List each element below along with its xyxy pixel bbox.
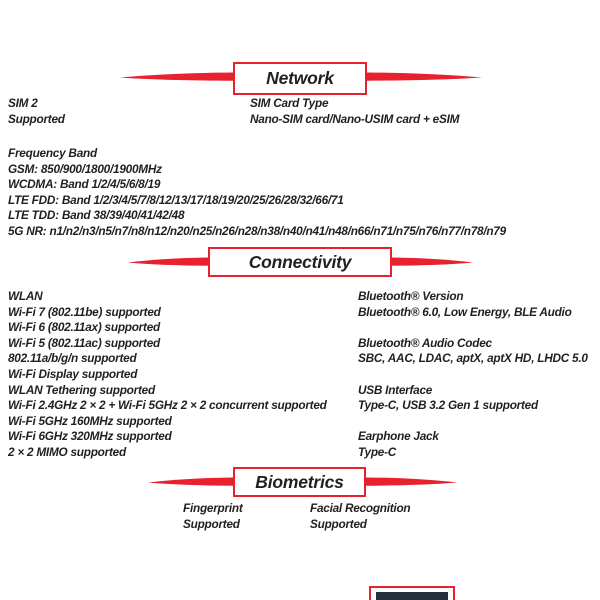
frequency-line-wcdma: WCDMA: Band 1/2/4/5/6/8/19 <box>8 177 161 192</box>
sim2-label: SIM 2 <box>8 96 38 110</box>
frequency-line-lte-fdd: LTE FDD: Band 1/2/3/4/5/7/8/12/13/17/18/… <box>8 192 344 207</box>
sim2-block: SIM 2 Supported <box>8 96 65 127</box>
facial-recognition-value: Supported <box>310 516 367 531</box>
fingerprint-label: Fingerprint <box>183 501 243 515</box>
wlan-line-wifi7: Wi-Fi 7 (802.11be) supported <box>8 304 161 319</box>
facial-recognition-block: Facial Recognition Supported <box>310 501 411 532</box>
wlan-line-mimo: 2 × 2 MIMO supported <box>8 444 126 459</box>
frequency-band-heading: Frequency Band <box>8 146 97 160</box>
partial-next-section-content <box>376 592 448 600</box>
section-header-connectivity: Connectivity <box>208 247 392 277</box>
frequency-line-gsm: GSM: 850/900/1800/1900MHz <box>8 161 162 176</box>
frequency-line-5g-nr: 5G NR: n1/n2/n3/n5/n7/n8/n12/n20/n25/n26… <box>8 223 506 238</box>
section-header-network: Network <box>233 62 367 95</box>
bluetooth-codec-label: Bluetooth® Audio Codec <box>358 335 492 350</box>
connectivity-right-column: Bluetooth® Version Bluetooth® 6.0, Low E… <box>358 289 588 476</box>
earphone-jack-group: Earphone Jack Type-C <box>358 429 588 460</box>
usb-interface-label: USB Interface <box>358 382 433 397</box>
earphone-jack-value: Type-C <box>358 444 397 459</box>
partial-next-section-banner <box>369 586 455 600</box>
network-title: Network <box>266 68 334 88</box>
wlan-line-display: Wi-Fi Display supported <box>8 366 138 381</box>
wlan-line-5ghz160: Wi-Fi 5GHz 160MHz supported <box>8 413 172 428</box>
sim-card-type-block: SIM Card Type Nano-SIM card/Nano-USIM ca… <box>250 96 459 127</box>
biometrics-title: Biometrics <box>255 471 344 492</box>
wlan-line-wifi5: Wi-Fi 5 (802.11ac) supported <box>8 335 160 350</box>
wlan-block: WLAN Wi-Fi 7 (802.11be) supported Wi-Fi … <box>8 289 327 461</box>
fingerprint-value: Supported <box>183 516 240 531</box>
bluetooth-codec-value: SBC, AAC, LDAC, aptX, aptX HD, LHDC 5.0 <box>358 351 588 366</box>
connectivity-ribbon-right-icon <box>392 257 473 266</box>
wlan-line-6ghz320: Wi-Fi 6GHz 320MHz supported <box>8 429 172 444</box>
usb-interface-value: Type-C, USB 3.2 Gen 1 supported <box>358 398 538 413</box>
wlan-line-tethering: WLAN Tethering supported <box>8 382 155 397</box>
network-ribbon-left-icon <box>120 72 233 81</box>
fingerprint-block: Fingerprint Supported <box>183 501 243 532</box>
bluetooth-version-value: Bluetooth® 6.0, Low Energy, BLE Audio <box>358 304 572 319</box>
facial-recognition-label: Facial Recognition <box>310 501 411 515</box>
connectivity-ribbon-left-icon <box>128 257 208 266</box>
usb-interface-group: USB Interface Type-C, USB 3.2 Gen 1 supp… <box>358 383 588 414</box>
network-ribbon-right-icon <box>367 72 482 81</box>
biometrics-ribbon-right-icon <box>366 477 457 486</box>
bluetooth-version-group: Bluetooth® Version Bluetooth® 6.0, Low E… <box>358 289 588 320</box>
frequency-band-block: Frequency Band GSM: 850/900/1800/1900MHz… <box>8 146 506 240</box>
section-header-biometrics: Biometrics <box>233 467 366 497</box>
bluetooth-codec-group: Bluetooth® Audio Codec SBC, AAC, LDAC, a… <box>358 336 588 367</box>
sim-card-type-label: SIM Card Type <box>250 96 329 110</box>
bluetooth-version-label: Bluetooth® Version <box>358 289 464 303</box>
sim-card-type-value: Nano-SIM card/Nano-USIM card + eSIM <box>250 111 460 126</box>
biometrics-ribbon-left-icon <box>148 477 233 486</box>
sim2-value: Supported <box>8 111 65 126</box>
earphone-jack-label: Earphone Jack <box>358 429 439 444</box>
wlan-line-80211: 802.11a/b/g/n supported <box>8 351 137 366</box>
frequency-line-lte-tdd: LTE TDD: Band 38/39/40/41/42/48 <box>8 208 185 223</box>
connectivity-title: Connectivity <box>248 251 352 272</box>
wlan-line-concurrent: Wi-Fi 2.4GHz 2 × 2 + Wi-Fi 5GHz 2 × 2 co… <box>8 398 327 413</box>
wlan-heading: WLAN <box>8 289 43 303</box>
wlan-line-wifi6: Wi-Fi 6 (802.11ax) supported <box>8 320 160 335</box>
